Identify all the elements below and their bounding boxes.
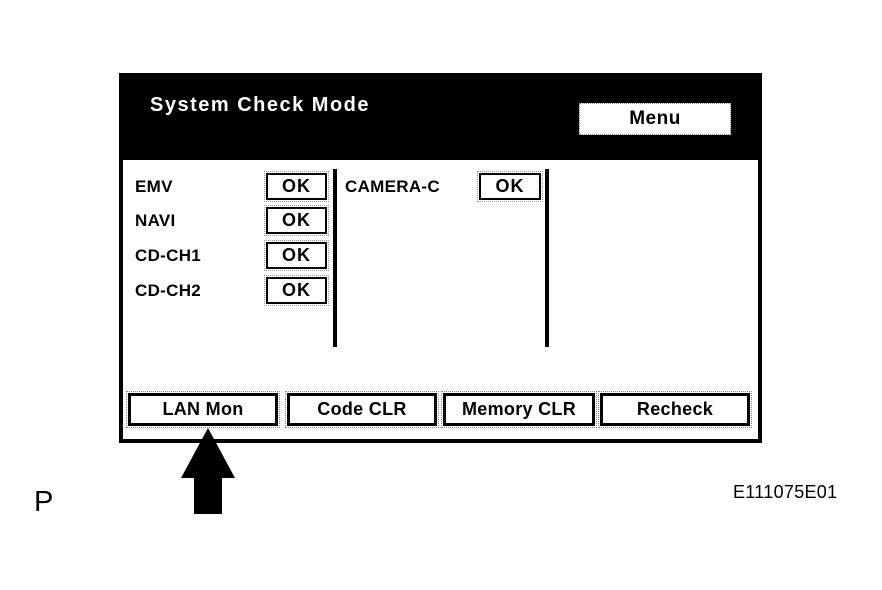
up-arrow-icon	[181, 428, 235, 514]
status-badge: OK	[264, 171, 329, 202]
memory-clr-button[interactable]: Memory CLR	[441, 391, 597, 428]
system-check-screen: System Check Mode Menu EMV OK NAVI OK CD…	[119, 73, 762, 443]
status-badge: OK	[264, 275, 329, 306]
status-badge: OK	[477, 171, 543, 202]
status-row-label: CD-CH1	[135, 246, 202, 265]
status-row-label: CD-CH2	[135, 281, 202, 300]
figure-part-label: P	[34, 486, 54, 518]
status-row-label: NAVI	[135, 211, 176, 230]
menu-button[interactable]: Menu	[579, 103, 731, 135]
code-clr-button[interactable]: Code CLR	[285, 391, 439, 428]
status-row-label: EMV	[135, 177, 173, 196]
status-badge: OK	[264, 240, 329, 271]
column-divider	[545, 169, 549, 347]
column-divider	[333, 169, 337, 347]
figure-code: E111075E01	[733, 482, 838, 502]
status-row-label: CAMERA-C	[345, 177, 440, 196]
lan-mon-button[interactable]: LAN Mon	[126, 391, 280, 428]
status-badge: OK	[264, 205, 329, 236]
screen-title: System Check Mode	[150, 94, 371, 116]
screen-header: System Check Mode Menu	[123, 77, 758, 160]
recheck-button[interactable]: Recheck	[598, 391, 752, 428]
